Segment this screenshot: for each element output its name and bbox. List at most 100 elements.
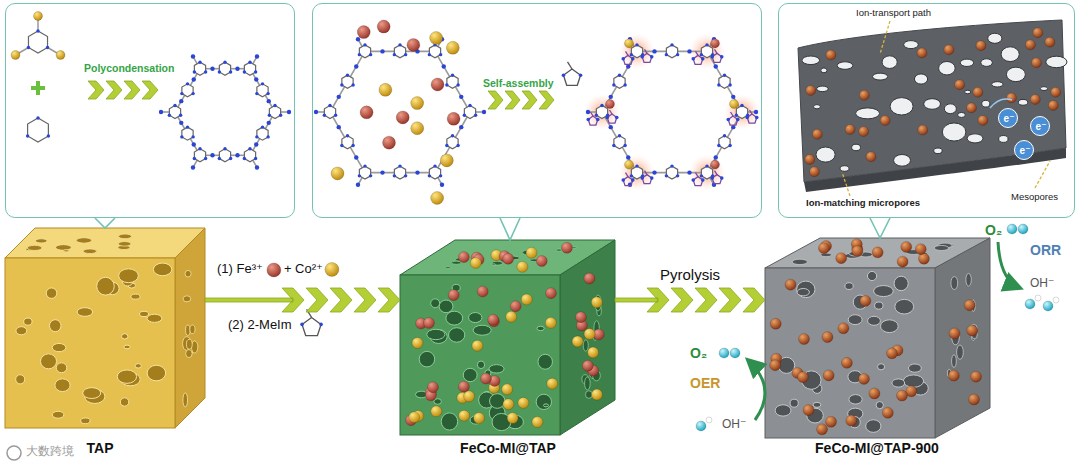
nitrogen-atom — [723, 134, 726, 137]
cube-top-face — [5, 228, 205, 258]
nitrogen-atom — [393, 53, 396, 56]
nitrogen-atom — [248, 147, 251, 150]
pore-hole — [556, 249, 562, 251]
nitrogen-atom — [723, 73, 726, 76]
pore-hole — [153, 263, 171, 276]
nitrogen-atom — [717, 144, 720, 147]
nitrogen-atom — [351, 83, 354, 86]
nitrogen-atom — [173, 104, 176, 107]
pore-hole — [473, 325, 491, 335]
pore-hole — [124, 345, 130, 349]
metal-ion-ball — [826, 50, 836, 60]
metal-ion-ball — [836, 253, 847, 264]
pore-hole — [56, 245, 72, 251]
metal-ion-ball — [411, 97, 424, 110]
metal-ion-ball — [409, 412, 420, 423]
nitrogen-atom — [650, 55, 654, 59]
nitrogen-atom — [369, 174, 372, 177]
triazine-ring — [719, 136, 730, 149]
nitrogen-atom — [266, 135, 269, 138]
pore-hole — [817, 86, 829, 91]
methyl-bond — [645, 171, 648, 175]
methyl-bond — [750, 110, 753, 114]
nitrogen-atom — [229, 70, 232, 73]
edge-label: (1) Fe³⁺ — [215, 262, 265, 277]
nitrogen-atom — [631, 57, 635, 61]
metal-ion-ball — [770, 318, 781, 329]
nitrogen-atom — [705, 43, 708, 46]
pore-hole — [190, 325, 195, 333]
nitrogen-atom — [640, 55, 644, 59]
nitrogen-atom — [204, 157, 207, 160]
pore-hole — [119, 269, 139, 283]
nitrogen-atom — [358, 53, 361, 56]
nitrogen-atom — [618, 73, 621, 76]
nitrogen-atom — [398, 43, 401, 46]
pore-hole — [52, 411, 64, 418]
metal-ion-ball — [915, 244, 926, 255]
metal-ion-ball — [812, 129, 822, 139]
nitrogen-atom — [726, 118, 730, 122]
nitrogen-atom — [261, 125, 264, 128]
triazine-ring — [447, 136, 458, 149]
nitrogen-atom — [468, 104, 471, 107]
pore-hole — [895, 299, 914, 314]
metal-ion-ball — [806, 85, 816, 95]
nitrogen-atom — [243, 70, 246, 73]
methyl-bond — [626, 173, 629, 177]
annotation-label: O₂ — [690, 345, 707, 361]
nitrogen-atom — [701, 178, 705, 182]
zoom-panel: Polycondensation — [5, 3, 295, 218]
metal-ion-ball — [427, 382, 438, 393]
metal-ion-ball — [503, 399, 514, 410]
nitrogen-atom — [191, 54, 195, 58]
material-name: FeCo-MI@TAP — [460, 440, 556, 456]
pore-hole — [41, 354, 57, 369]
leader-line — [842, 172, 850, 196]
methyl-bond — [591, 112, 594, 116]
pore-hole — [845, 283, 853, 290]
nitrogen-atom — [279, 114, 282, 117]
nitrogen-atom — [287, 110, 291, 114]
metal-ion-ball — [1033, 28, 1043, 38]
nitrogen-atom — [728, 83, 731, 86]
nitrogen-atom — [159, 110, 163, 114]
nitrogen-atom — [626, 155, 630, 159]
pore-hole — [988, 33, 1002, 43]
pore-hole — [492, 261, 503, 265]
metal-ion-ball — [477, 286, 488, 297]
pore-hole — [951, 277, 958, 290]
zoom-callout — [95, 218, 115, 228]
pore-hole — [186, 325, 191, 335]
nitrogen-atom — [451, 73, 454, 76]
nitrogen-atom — [735, 114, 738, 117]
nitrogen-atom — [463, 114, 466, 117]
metal-ion-ball — [545, 288, 556, 299]
nitrogen-atom — [248, 60, 251, 63]
molecule-atom — [706, 417, 712, 423]
pore-hole — [585, 377, 591, 390]
material-name: TAP — [87, 440, 114, 456]
nitrogen-atom — [691, 57, 695, 61]
nitrogen-atom — [319, 323, 323, 327]
pore-hole — [866, 420, 881, 433]
pore-hole — [77, 308, 93, 317]
triazine-ring — [429, 166, 440, 179]
annotation-label: (2) 2-MeIm — [228, 318, 292, 333]
annotation-label: + Co²⁺ — [284, 262, 323, 277]
triazine-ring — [614, 136, 625, 149]
metal-ion-ball — [545, 317, 556, 328]
material-block: FeCo-MI@TAP-900 — [765, 238, 990, 460]
nitrogen-atom — [267, 99, 271, 103]
metal-ion-ball — [955, 80, 965, 90]
pore-hole — [490, 394, 505, 409]
nitrogen-atom — [609, 125, 613, 129]
metal-ion-ball — [625, 160, 634, 169]
pore-hole — [492, 264, 496, 265]
nitrogen-atom — [337, 125, 341, 129]
nitrogen-atom — [358, 174, 361, 177]
pore-hole — [873, 73, 888, 80]
nitrogen-atom — [700, 174, 703, 177]
pore-hole — [875, 302, 883, 309]
